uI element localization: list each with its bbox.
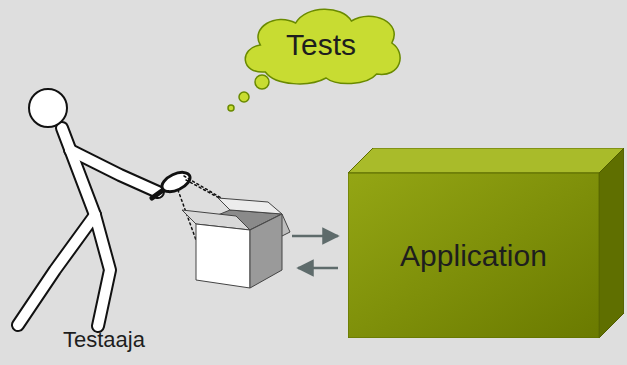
open-box — [182, 198, 290, 288]
application-box: Application — [348, 148, 624, 338]
data-arrows — [292, 236, 338, 268]
thought-cloud: Tests — [235, 4, 407, 86]
node-text: Tests — [286, 28, 356, 62]
thought-bubbles — [228, 75, 269, 111]
node-text: Application — [400, 239, 547, 273]
figure-caption: Testaaja — [63, 327, 145, 353]
tester-figure — [18, 89, 282, 326]
